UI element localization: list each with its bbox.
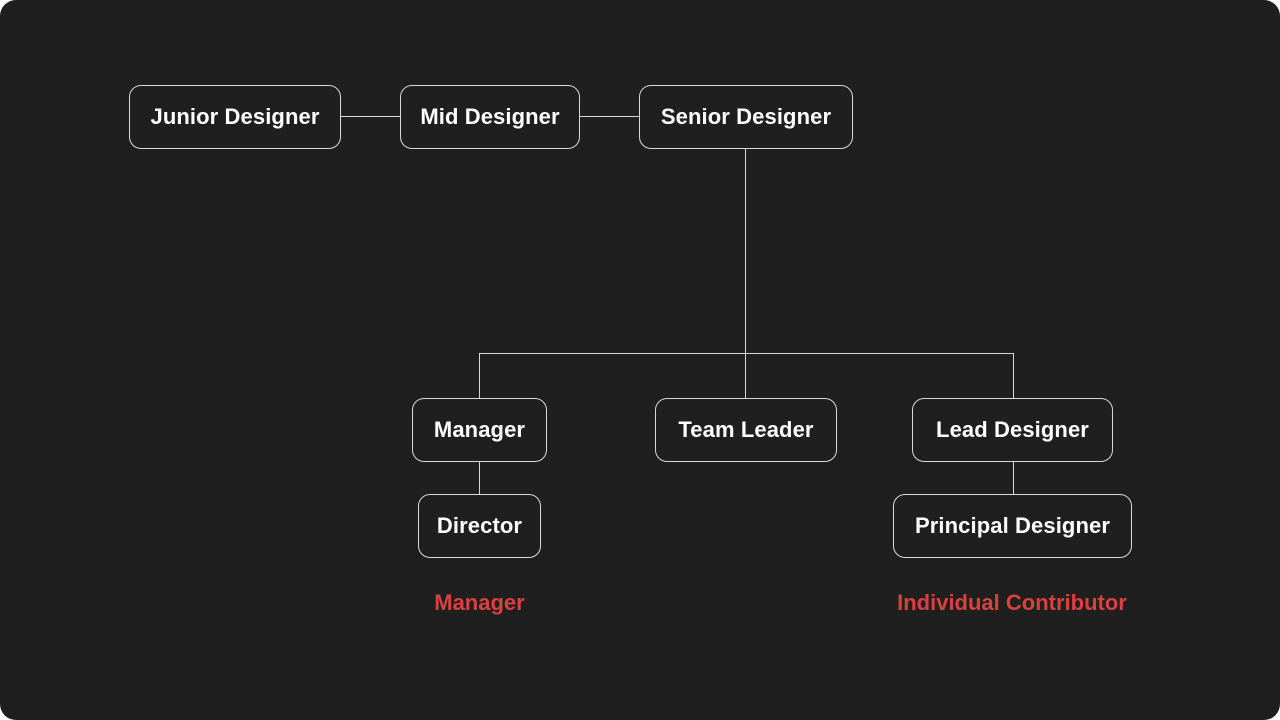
node-junior-designer: Junior Designer: [129, 85, 341, 149]
track-label-manager: Manager: [434, 590, 525, 615]
node-manager: Manager: [412, 398, 547, 462]
node-team-leader: Team Leader: [655, 398, 837, 462]
node-director: Director: [418, 494, 541, 558]
node-principal-designer: Principal Designer: [893, 494, 1132, 558]
node-senior-designer: Senior Designer: [639, 85, 853, 149]
track-label-individual-contributor: Individual Contributor: [897, 590, 1127, 615]
node-mid-designer: Mid Designer: [400, 85, 580, 149]
node-lead-designer: Lead Designer: [912, 398, 1113, 462]
